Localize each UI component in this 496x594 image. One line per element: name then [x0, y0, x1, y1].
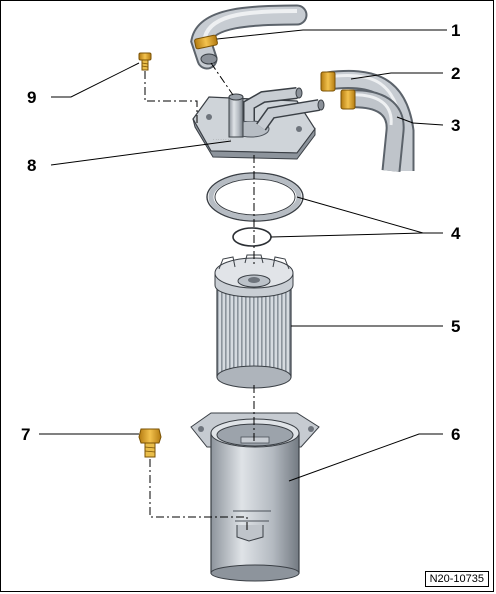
filter-cover-flange: · · · · · · · ·	[192, 87, 325, 160]
callout-5: 5	[451, 317, 460, 336]
callout-2: 2	[451, 64, 460, 83]
screw-9	[138, 52, 152, 71]
callout-3: 3	[451, 116, 460, 135]
filter-housing	[190, 412, 320, 582]
hose-clamp-2	[320, 71, 336, 92]
o-ring	[232, 227, 272, 247]
seal-ring	[206, 172, 304, 222]
screw-7	[138, 428, 162, 458]
leader-lines	[39, 29, 447, 482]
callout-6: 6	[451, 425, 460, 444]
hose-clamp-3	[340, 89, 356, 110]
hose-clamp-1	[194, 34, 218, 50]
filter-element	[214, 254, 294, 389]
callout-8: 8	[27, 156, 36, 175]
assembly-axes	[144, 62, 255, 531]
callout-9: 9	[27, 88, 36, 107]
callout-7: 7	[21, 425, 30, 444]
fuel-hose-1	[190, 4, 308, 70]
fuel-hose-3	[340, 89, 405, 172]
svg-text:· · · · · · · ·: · · · · · · · ·	[213, 137, 231, 142]
callout-1: 1	[451, 21, 460, 40]
callout-4: 4	[451, 224, 461, 243]
figure-reference-code: N20-10735	[424, 571, 489, 587]
